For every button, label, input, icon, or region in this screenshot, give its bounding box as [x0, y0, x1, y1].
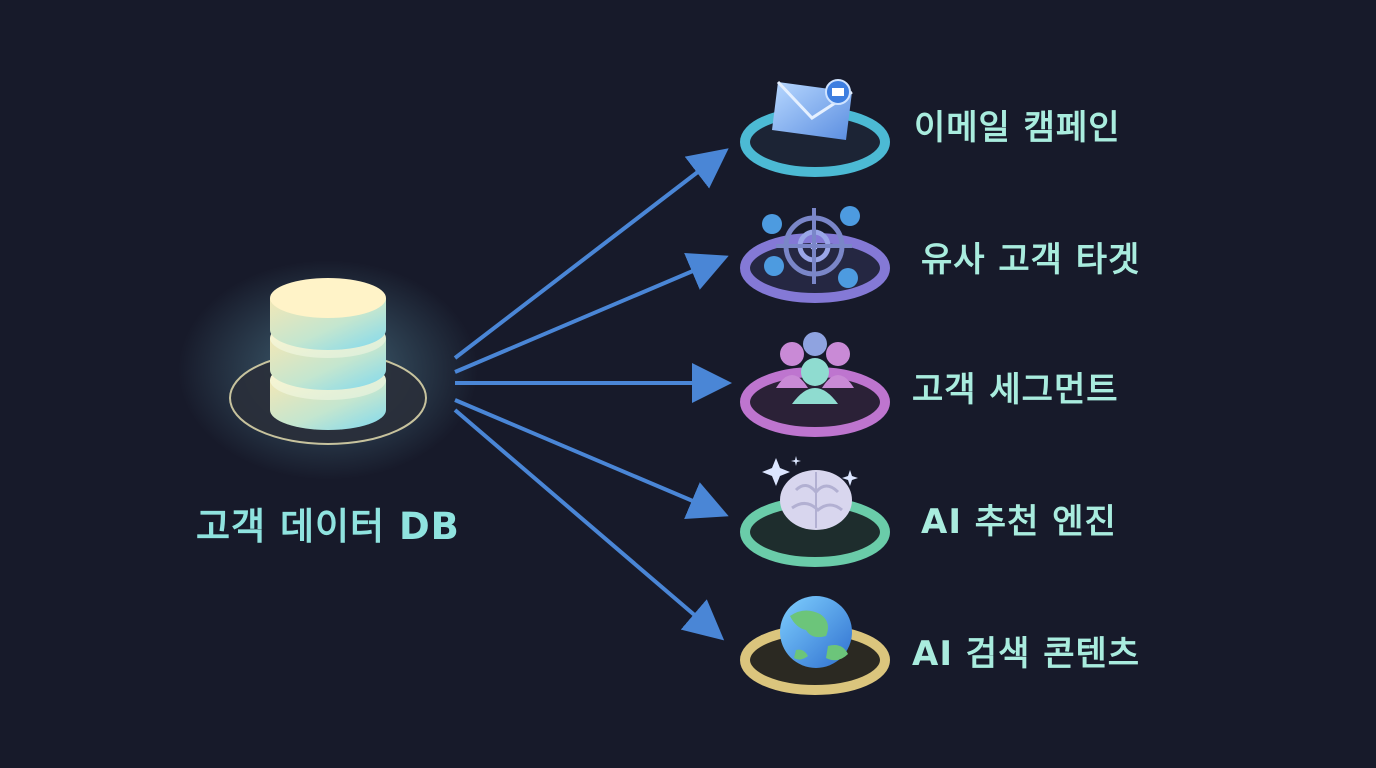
target-label-similar: 유사 고객 타겟	[921, 240, 1141, 280]
arrow-to-similar	[454, 252, 729, 374]
globe-icon	[780, 596, 852, 668]
flow-arrows	[453, 148, 732, 641]
arrow-to-email	[453, 148, 729, 360]
target-label-reco: AI 추천 엔진	[921, 502, 1117, 542]
target-label-segment: 고객 세그먼트	[912, 370, 1119, 410]
target-node-similar	[740, 206, 890, 303]
arrow-to-search	[453, 408, 725, 641]
sparkle-icon	[762, 456, 858, 486]
person-icon	[762, 206, 860, 288]
source-label: 고객 데이터 DB	[196, 505, 460, 548]
target-node-segment	[740, 332, 890, 437]
target-label-email: 이메일 캠페인	[914, 108, 1121, 148]
target-label-search: AI 검색 콘텐츠	[912, 634, 1141, 674]
database-icon	[178, 260, 478, 480]
people-icon	[776, 332, 854, 404]
target-node-email	[740, 79, 890, 177]
brain-icon	[780, 470, 852, 530]
arrow-to-reco	[454, 398, 729, 520]
target-icon	[776, 208, 852, 284]
target-node-reco	[740, 456, 890, 567]
target-node-search	[740, 596, 890, 695]
envelope-icon	[772, 79, 853, 140]
